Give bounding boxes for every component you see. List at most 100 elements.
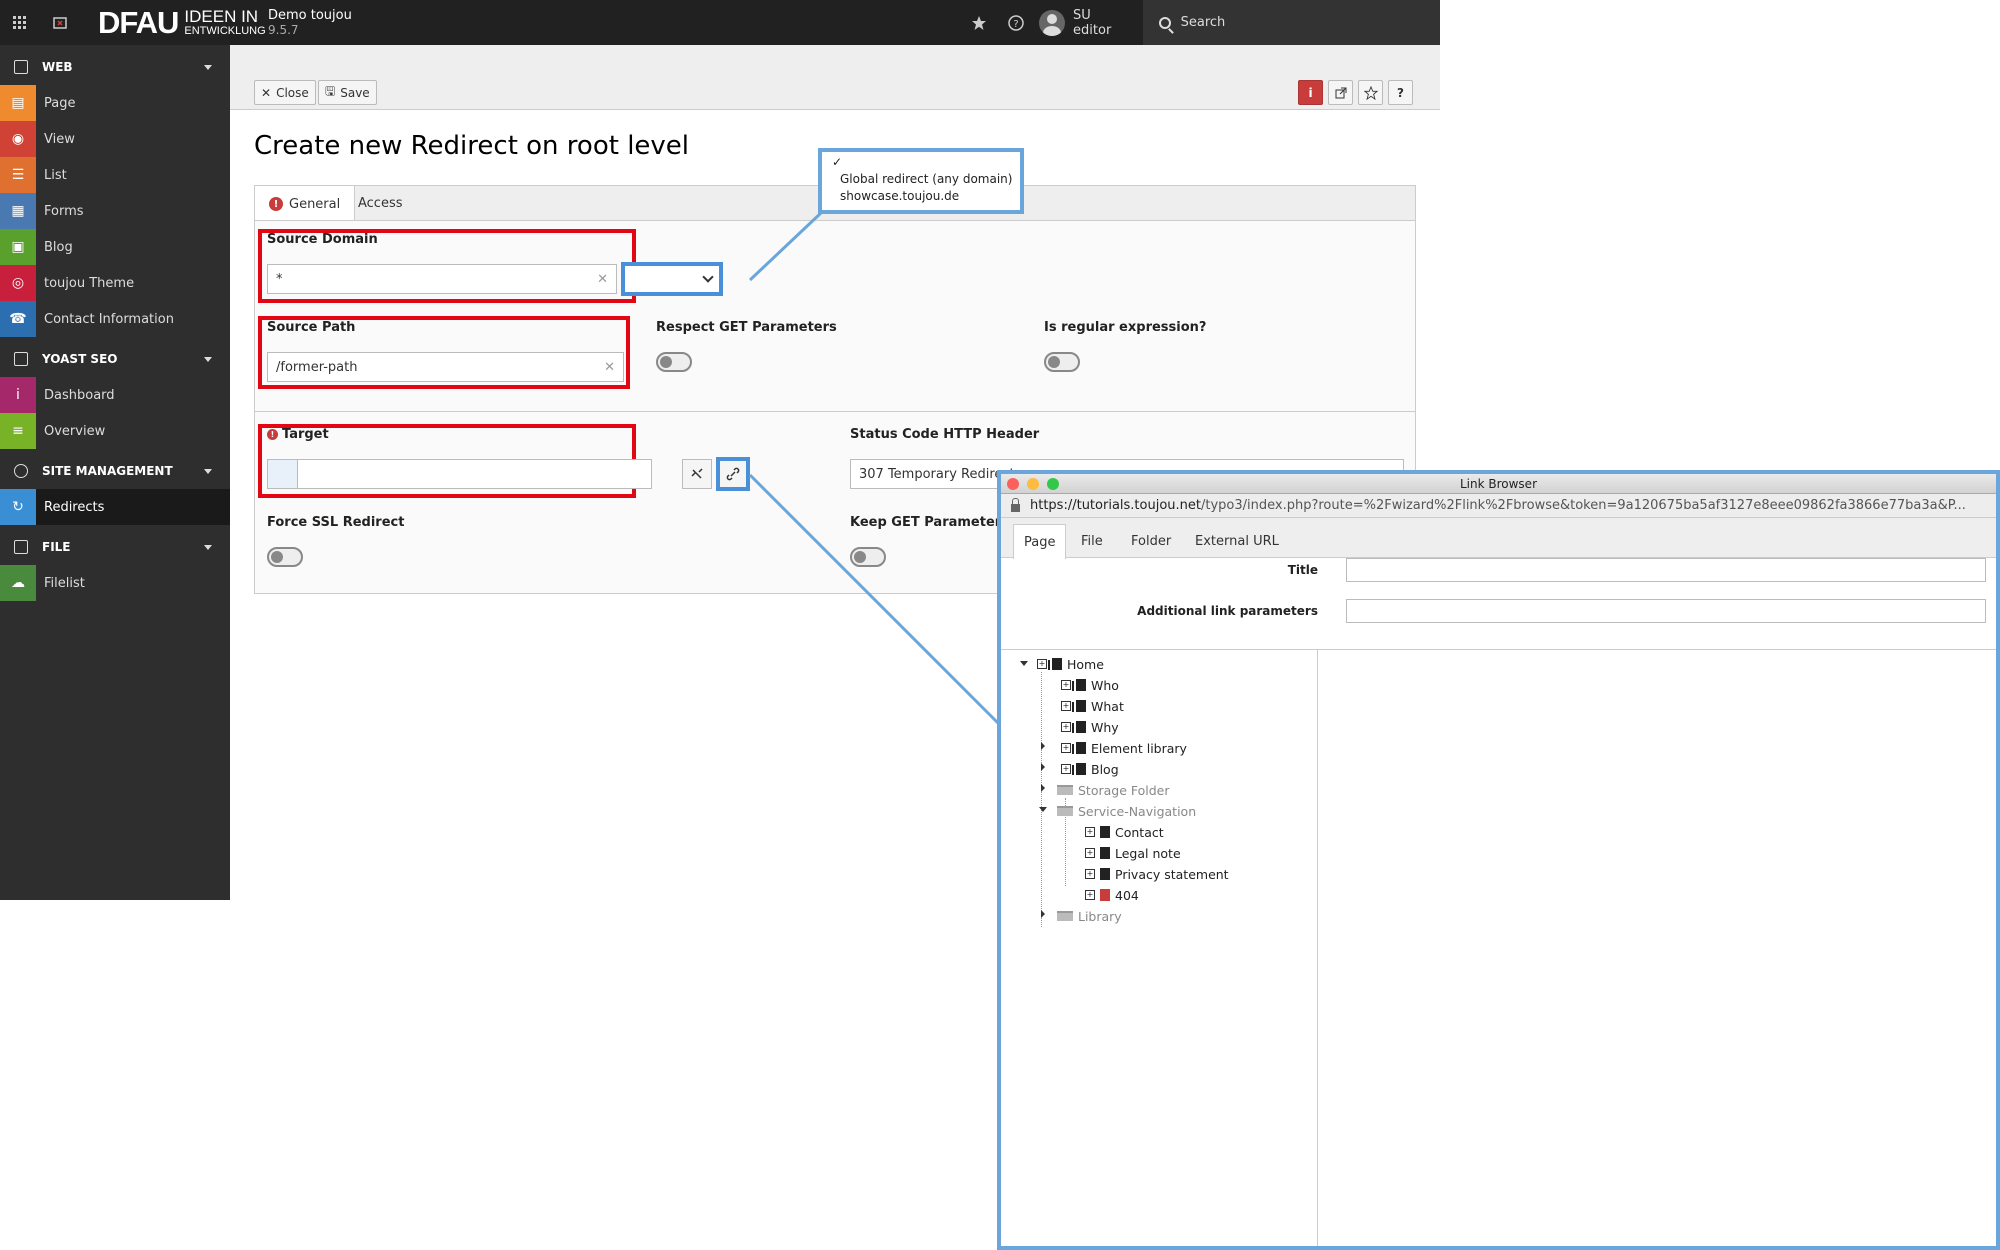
highlight-link-button	[716, 457, 750, 491]
tab-page[interactable]: Page	[1013, 524, 1067, 559]
save-button[interactable]: 🖫 Save	[318, 80, 377, 105]
node-label: Who	[1091, 677, 1119, 693]
help-button[interactable]: ?	[998, 0, 1036, 45]
sidebar-item-forms[interactable]: ▦Forms	[0, 193, 230, 229]
source-path-input[interactable]: /former-path ✕	[267, 352, 624, 382]
tree-node-blog[interactable]: +Blog	[1061, 759, 1119, 779]
maximize-window-button[interactable]	[1047, 478, 1059, 490]
search-button[interactable]: Search	[1142, 0, 1441, 45]
expand-icon: +	[1085, 890, 1095, 900]
target-input[interactable]	[267, 459, 652, 489]
tree-node-service-navigation[interactable]: Service-Navigation	[1057, 801, 1196, 821]
caret-down-icon	[204, 65, 212, 70]
source-domain-input[interactable]: * ✕	[267, 264, 617, 294]
info-button[interactable]: i	[1298, 80, 1323, 105]
respect-get-toggle[interactable]	[656, 352, 692, 372]
minimize-window-button[interactable]	[1027, 478, 1039, 490]
expand-icon: +	[1061, 680, 1071, 690]
expand-toggle[interactable]	[1041, 742, 1045, 750]
clear-icon[interactable]: ✕	[604, 360, 615, 375]
sidebar-section-site-management[interactable]: SITE MANAGEMENT	[0, 453, 230, 489]
force-ssl-toggle[interactable]	[267, 547, 303, 567]
sidebar-item-list[interactable]: ☰List	[0, 157, 230, 193]
help-icon: ?	[1008, 14, 1025, 31]
avatar	[1039, 9, 1066, 36]
expand-toggle[interactable]	[1041, 784, 1045, 792]
sidebar-section-web[interactable]: WEB	[0, 49, 230, 85]
params-input[interactable]	[1346, 599, 1986, 623]
keep-get-toggle[interactable]	[850, 547, 886, 567]
node-label: Element library	[1091, 740, 1187, 756]
sidebar-section-file[interactable]: FILE	[0, 529, 230, 565]
page-icon	[1100, 826, 1110, 838]
tree-node-404[interactable]: +404	[1085, 885, 1139, 905]
bookmarks-button[interactable]	[960, 0, 998, 45]
sidebar-item-view[interactable]: ◉View	[0, 121, 230, 157]
tab-general[interactable]: ! General	[255, 186, 356, 222]
page-tree-toggle[interactable]	[40, 0, 80, 45]
tab-file[interactable]: File	[1071, 524, 1113, 558]
user-menu[interactable]: SU editor	[1039, 8, 1132, 38]
expand-toggle[interactable]	[1020, 661, 1028, 666]
close-window-button[interactable]	[1007, 478, 1019, 490]
sidebar-item-page[interactable]: ▤Page	[0, 85, 230, 121]
sidebar-item-label: Forms	[44, 203, 84, 219]
search-label: Search	[1180, 15, 1226, 30]
tree-node-storage-folder[interactable]: Storage Folder	[1057, 780, 1170, 800]
node-label: Legal note	[1115, 845, 1181, 861]
title-input[interactable]	[1346, 558, 1986, 582]
url-bar[interactable]: https://tutorials.toujou.net /typo3/inde…	[1001, 494, 1996, 518]
module-menu-toggle[interactable]	[0, 0, 40, 45]
tree-node-who[interactable]: + Who	[1061, 675, 1119, 695]
regex-toggle[interactable]	[1044, 352, 1080, 372]
node-label: Storage Folder	[1078, 782, 1170, 798]
tree-node-home[interactable]: +Home	[1037, 654, 1104, 674]
source-domain-select[interactable]	[623, 264, 721, 294]
tab-access[interactable]: Access	[344, 186, 417, 221]
node-label: 404	[1115, 887, 1139, 903]
domain-option-global[interactable]: Global redirect (any domain)	[840, 172, 1013, 186]
tree-node-contact[interactable]: +Contact	[1085, 822, 1164, 842]
sidebar-section-yoast-seo[interactable]: YOAST SEO	[0, 341, 230, 377]
tab-external-url[interactable]: External URL	[1185, 524, 1289, 558]
sidebar-item-blog[interactable]: ▣Blog	[0, 229, 230, 265]
tree-node-element-library[interactable]: +Element library	[1061, 738, 1187, 758]
save-label: Save	[340, 85, 370, 100]
tab-folder-label: Folder	[1131, 533, 1172, 549]
node-label: Contact	[1115, 824, 1164, 840]
sidebar-item-filelist[interactable]: ☁Filelist	[0, 565, 230, 601]
url-path: /typo3/index.php?route=%2Fwizard%2Flink%…	[1201, 498, 1966, 513]
domain-option-showcase[interactable]: showcase.toujou.de	[840, 189, 960, 203]
sidebar-item-toujou-theme[interactable]: ◎toujou Theme	[0, 265, 230, 301]
tree-node-library[interactable]: Library	[1057, 906, 1122, 926]
sidebar-item-redirects[interactable]: ↻Redirects	[0, 489, 230, 525]
caret-down-icon	[204, 545, 212, 550]
tree-node-privacy-statement[interactable]: +Privacy statement	[1085, 864, 1229, 884]
tree-node-legal-note[interactable]: +Legal note	[1085, 843, 1181, 863]
keep-get-label: Keep GET Parameters	[850, 515, 1009, 530]
page-icon	[1072, 742, 1086, 754]
help-doc-button[interactable]: ?	[1388, 80, 1413, 105]
overview-icon: ≡	[0, 413, 36, 449]
site-name: Demo toujou	[268, 8, 352, 23]
close-button[interactable]: ✕ Close	[254, 80, 316, 105]
close-icon: ✕	[261, 85, 272, 100]
clear-icon[interactable]: ✕	[597, 272, 608, 287]
source-path-value: /former-path	[276, 359, 358, 375]
open-new-window-button[interactable]	[1328, 80, 1353, 105]
expand-toggle[interactable]	[1041, 763, 1045, 771]
expand-toggle[interactable]	[1039, 807, 1047, 812]
page-icon	[1100, 847, 1110, 859]
tab-access-label: Access	[358, 196, 403, 211]
tab-folder[interactable]: Folder	[1121, 524, 1181, 558]
bookmark-button[interactable]	[1358, 80, 1383, 105]
expand-toggle[interactable]	[1041, 910, 1045, 918]
target-clear-button[interactable]	[682, 459, 712, 489]
tree-node-what[interactable]: +What	[1061, 696, 1124, 716]
node-label: What	[1091, 698, 1124, 714]
sidebar-item-contact-information[interactable]: ☎Contact Information	[0, 301, 230, 337]
caret-down-icon	[204, 357, 212, 362]
tree-node-why[interactable]: +Why	[1061, 717, 1119, 737]
sidebar-item-overview[interactable]: ≡Overview	[0, 413, 230, 449]
